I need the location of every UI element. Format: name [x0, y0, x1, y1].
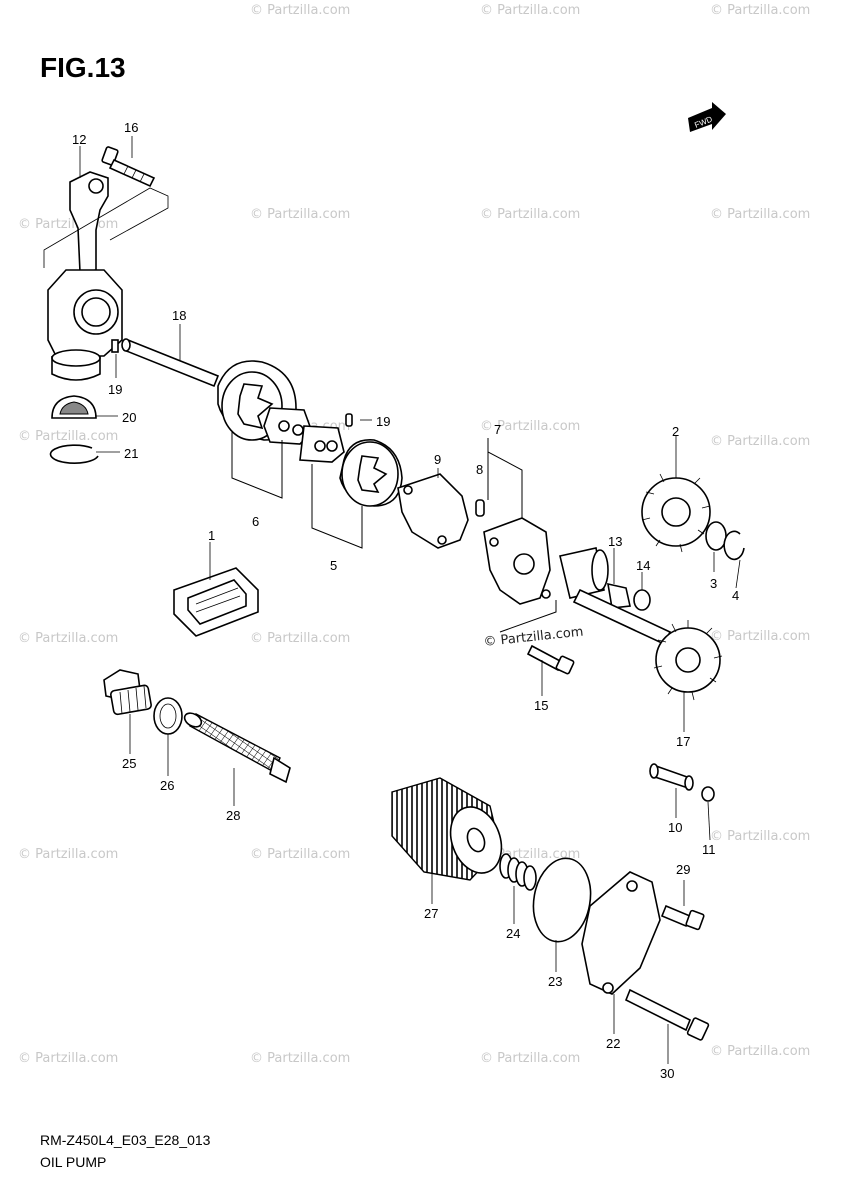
part-19-pin [111, 339, 119, 353]
figure-title: FIG.13 [40, 52, 126, 83]
part-23-o-ring [532, 857, 592, 943]
callout-26: 26 [160, 778, 174, 793]
part-22-filter-cover [581, 871, 661, 995]
part-1-gasket [173, 567, 259, 637]
part-14-o-ring [633, 589, 651, 611]
callout-19: 19 [108, 382, 122, 397]
watermark: © Partzilla.com [18, 847, 118, 862]
callout-4: 4 [732, 588, 739, 603]
watermark: © Partzilla.com [18, 217, 118, 232]
diagram-name: OIL PUMP [40, 1154, 107, 1170]
callout-7: 7 [494, 422, 501, 437]
part-24-spring [499, 853, 537, 891]
callout-3: 3 [710, 576, 717, 591]
part-3-washer [705, 521, 727, 551]
group-bracket-outline [43, 187, 169, 268]
leader-lines [79, 136, 741, 1064]
callout-11: 11 [702, 842, 716, 857]
part-15-bolt [526, 644, 575, 675]
callout-24: 24 [506, 926, 520, 941]
callout-1: 1 [208, 528, 215, 543]
callout-29: 29 [676, 862, 690, 877]
callout-20: 20 [122, 410, 136, 425]
callout-2: 2 [672, 424, 679, 439]
part-5-inner-rotor [299, 425, 345, 463]
part-29-bolt [660, 904, 705, 931]
callout-16: 16 [124, 120, 138, 135]
callout-5: 5 [330, 558, 337, 573]
callout-18: 18 [172, 308, 186, 323]
watermark: © Partzilla.com [710, 829, 810, 844]
watermark: © Partzilla.com [250, 207, 350, 222]
callout-23: 23 [548, 974, 562, 989]
part-18-shaft [121, 338, 220, 388]
part-19-pin [345, 413, 353, 427]
part-26-washer-inner [159, 703, 177, 729]
group-body-outline [499, 600, 557, 633]
part-7-pump-body [483, 517, 551, 605]
part-21-circlip [49, 444, 99, 464]
watermark: © Partzilla.com [710, 629, 810, 644]
callout-27: 27 [424, 906, 438, 921]
callout-9: 9 [434, 452, 441, 467]
watermark: © Partzilla.com [250, 3, 350, 18]
part-5-outer-rotor [339, 439, 403, 507]
callout-22: 22 [606, 1036, 620, 1051]
watermark: © Partzilla.com [710, 207, 810, 222]
watermark-layer: © Partzilla.com © Partzilla.com © Partzi… [18, 3, 810, 1066]
callout-6: 6 [252, 514, 259, 529]
part-12-pump-bracket [47, 171, 123, 381]
part-10-fitting [649, 763, 694, 791]
callout-17: 17 [676, 734, 690, 749]
part-20-cap [51, 395, 97, 419]
part-11-o-ring [701, 786, 715, 802]
group-7-bracket [487, 438, 523, 518]
part-26-washer [153, 697, 183, 735]
callout-15: 15 [534, 698, 548, 713]
watermark: © Partzilla.com [18, 631, 118, 646]
callout-12: 12 [72, 132, 86, 147]
watermark: © Partzilla.com [480, 3, 580, 18]
callout-28: 28 [226, 808, 240, 823]
watermark: © Partzilla.com [250, 847, 350, 862]
callout-10: 10 [668, 820, 682, 835]
part-27-oil-filter [391, 777, 503, 881]
watermark: © Partzilla.com [710, 1044, 810, 1059]
callouts: 1 2 3 4 5 6 7 8 9 10 11 12 13 14 15 16 1… [72, 120, 739, 1081]
group-5-bracket [311, 464, 363, 549]
callout-13: 13 [608, 534, 622, 549]
part-17-gear [653, 620, 723, 701]
callout-14: 14 [636, 558, 650, 573]
watermark: © Partzilla.com [710, 434, 810, 449]
part-13-bush [559, 547, 631, 609]
diagram-code: RM-Z450L4_E03_E28_013 [40, 1132, 211, 1148]
callout-30: 30 [660, 1066, 674, 1081]
watermark: © Partzilla.com [480, 1051, 580, 1066]
part-9-plate [397, 473, 469, 549]
watermark: © Partzilla.com [710, 3, 810, 18]
callout-8: 8 [476, 462, 483, 477]
watermark: © Partzilla.com [18, 1051, 118, 1066]
part-25-drain-plug [103, 669, 152, 716]
part-30-bolt [624, 988, 710, 1041]
watermark: © Partzilla.com [250, 1051, 350, 1066]
callout-19: 19 [376, 414, 390, 429]
fwd-arrow-icon: FWD [688, 102, 726, 132]
group-6-bracket [231, 432, 283, 499]
callout-25: 25 [122, 756, 136, 771]
watermark: © Partzilla.com [480, 419, 580, 434]
part-16-bolt [101, 146, 156, 188]
part-2-gear [641, 470, 711, 553]
callout-21: 21 [124, 446, 138, 461]
part-4-circlip [723, 530, 745, 561]
part-8-pin [475, 499, 485, 517]
watermark: © Partzilla.com [250, 631, 350, 646]
watermark: © Partzilla.com [480, 207, 580, 222]
watermark: © Partzilla.com [18, 429, 118, 444]
part-28-oil-strainer [183, 712, 291, 784]
